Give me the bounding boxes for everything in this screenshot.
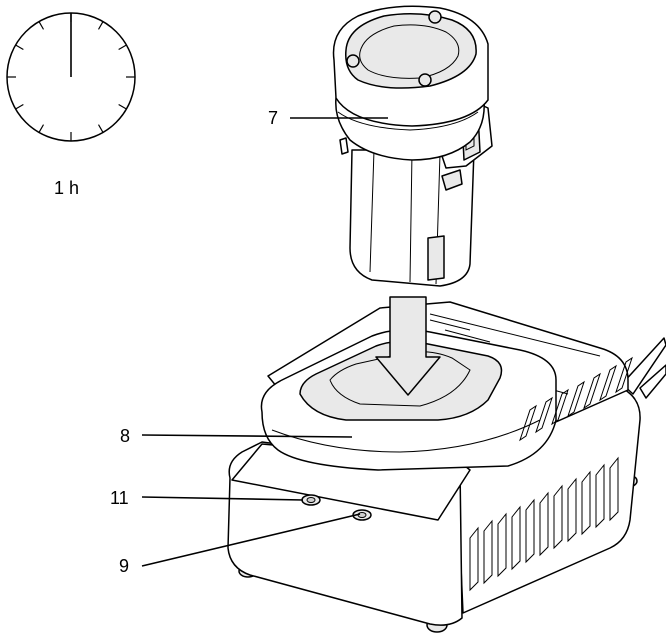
clock-tick [97,124,104,133]
vent-slot [583,372,601,410]
clock-icon [6,12,136,142]
clock-tick [118,103,127,110]
clock-tick [15,44,24,51]
vent-slot [595,463,605,529]
vent-slot [535,396,553,434]
clock-tick [15,103,24,110]
callout-8: 8 [120,426,130,446]
vent-slot [497,512,507,578]
leader-line-9 [141,513,361,567]
vent-slot [519,404,537,442]
battery-pack-illustration [332,5,493,287]
clock-tick [38,124,45,133]
vent-slot [483,519,493,585]
vent-slot [581,470,591,536]
leader-line-8 [141,434,353,438]
callout-11: 11 [110,488,129,508]
vent-slot [551,388,569,426]
vent-slot [469,526,479,592]
charger-illustration [227,301,666,633]
callout-7: 7 [268,108,278,128]
vent-slot [609,456,619,522]
leader-line-11 [141,496,304,501]
callout-9: 9 [119,556,129,576]
vent-slot [553,484,563,550]
clock-tick [118,44,127,51]
vent-slot [511,505,521,571]
vent-slot [567,380,585,418]
insert-arrow-icon [375,296,441,396]
clock-tick [97,21,104,30]
vent-slot [567,477,577,543]
duration-label: 1 h [54,178,79,198]
vent-slot [615,356,633,394]
vent-slot [539,491,549,557]
clock-tick [38,21,45,30]
vent-slot [525,498,535,564]
vent-slot [599,364,617,402]
